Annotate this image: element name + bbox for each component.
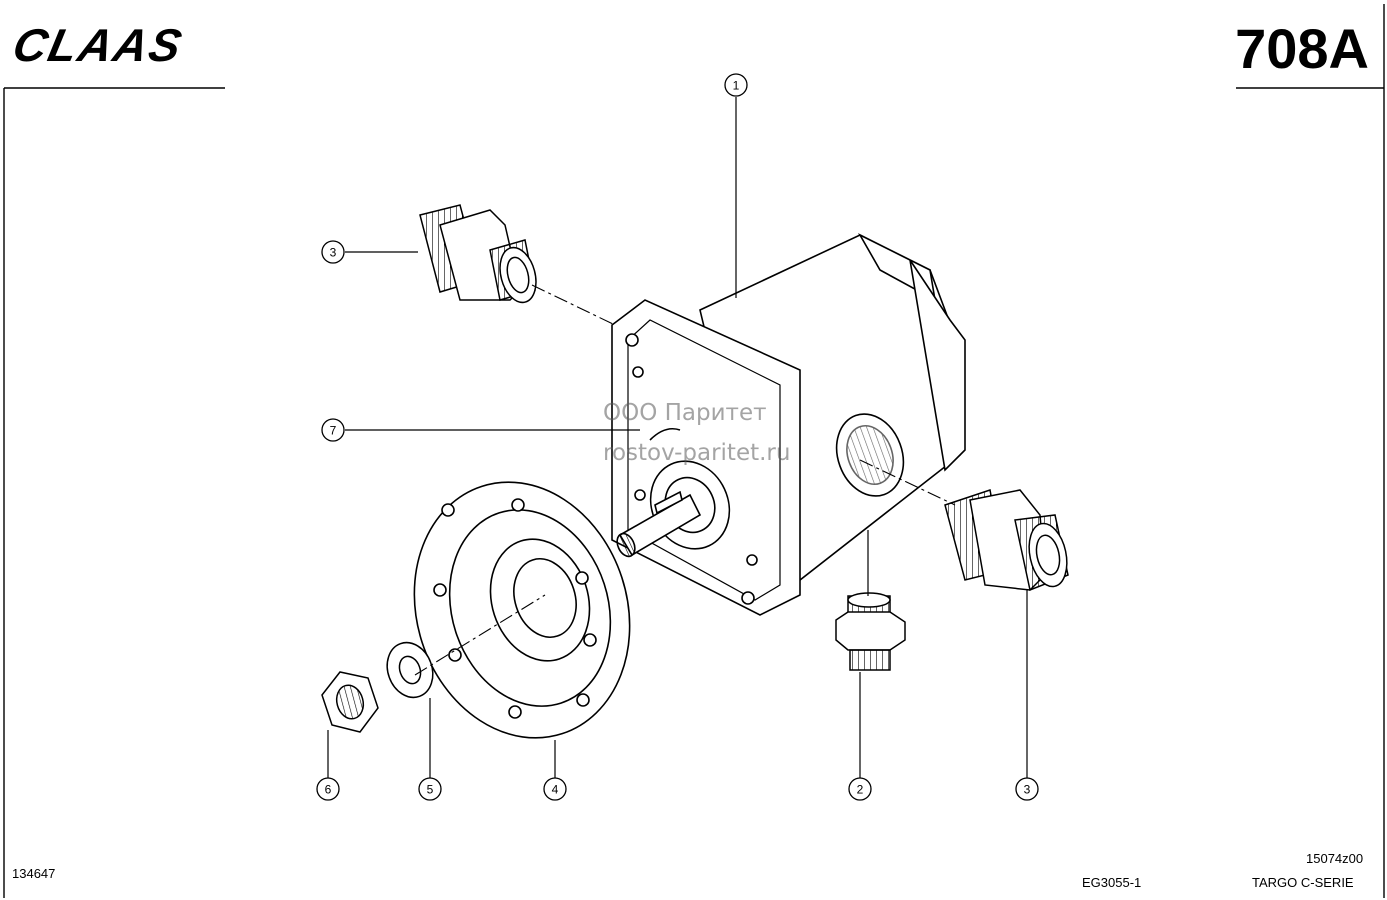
leader-lines [327,97,1028,778]
callout-5-bubble [418,777,442,801]
callout-4: 4 [552,783,559,797]
callout-6: 6 [325,783,332,797]
callout-1-bubble [724,73,748,97]
callout-6-bubble [316,777,340,801]
watermark-line-2: rostov-paritet.ru [603,440,791,466]
callout-1: 1 [733,79,740,93]
callout-3b: 3 [1024,783,1031,797]
footer-left-code: 134647 [12,866,56,881]
footer-right-code: 15074z00 [1306,851,1364,866]
fitting-bottom [835,592,906,671]
callout-7-bubble [321,418,345,442]
hex-nut [321,671,379,733]
footer-series: TARGO C-SERIE [1252,875,1354,890]
fitting-upper [419,204,537,304]
footer-center-code: EG3055-1 [1082,875,1142,890]
callout-2-bubble [848,777,872,801]
fitting-right [944,489,1069,592]
callout-4-bubble [543,777,567,801]
callout-3a: 3 [330,246,337,260]
centre-lines [414,284,956,676]
callout-5: 5 [427,783,434,797]
sheet-number: 708A [1235,17,1369,80]
mounting-flange [413,481,631,739]
callout-7: 7 [330,424,337,438]
hydraulic-pump [611,233,966,616]
lock-washer [386,641,434,699]
watermark-line-1: ООО Паритет [603,400,767,426]
callout-3a-bubble [321,240,345,264]
callout-2: 2 [857,783,864,797]
callout-3b-bubble [1015,777,1039,801]
